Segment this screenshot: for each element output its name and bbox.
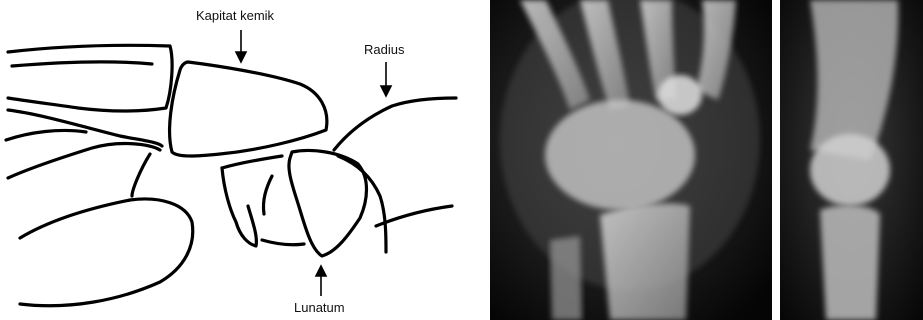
carpal-bone-left (132, 154, 150, 196)
metacarpal-outline-top (8, 45, 172, 111)
lunate-base-dash (262, 240, 304, 245)
radius-arrow-head (381, 86, 391, 96)
metacarpal-outline-mid (8, 110, 162, 146)
capitate-bone (170, 62, 327, 156)
capitate-label: Kapitat kemik (196, 8, 274, 23)
carpal-bone-center-right (222, 156, 282, 168)
carpal-bone-center (222, 168, 256, 246)
lunate-inner-arc (263, 176, 272, 214)
lunate-arrow-head (316, 266, 326, 276)
metacarpal-outline-upper (12, 62, 152, 66)
radius-label: Radius (364, 42, 404, 57)
metacarpal-stub (6, 130, 86, 140)
lunate-label: Lunatum (294, 300, 345, 315)
radius-outline-top (334, 98, 456, 150)
metacarpal-outline-bottom (20, 199, 193, 306)
metacarpal-outline-lower (8, 144, 160, 178)
radius-outline-low (376, 206, 452, 226)
capitate-arrow-head (236, 52, 246, 62)
xray-image-lateral (780, 0, 923, 320)
xray-image-frontal (490, 0, 772, 320)
